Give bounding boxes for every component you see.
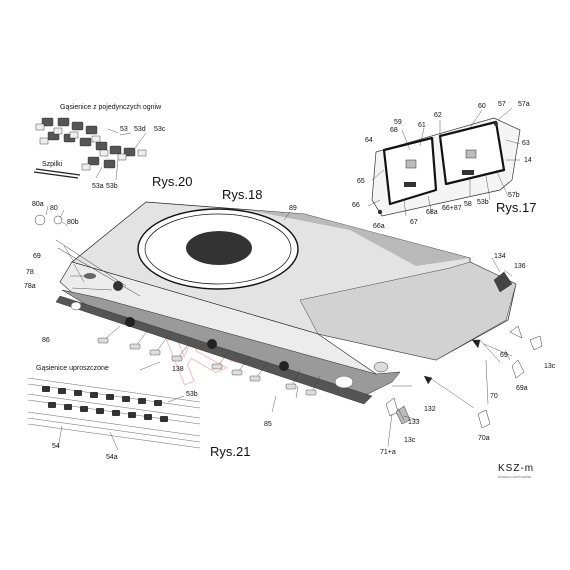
label-53b-hatch: 53b [477,199,489,206]
label-61: 61 [418,122,426,129]
title-rys18: Rys.18 [222,187,262,202]
track-links-illustration [33,117,147,181]
label-54a: 54a [106,454,118,461]
label-14: 14 [524,157,532,164]
label-66-87: 66+87 [442,205,462,212]
section-title-tracks-simplified: Gąsienice uproszczone [36,365,109,372]
label-133: 133 [408,419,420,426]
label-80a: 80a [32,201,44,208]
label-80: 80 [50,205,58,212]
label-53: 53 [120,126,128,133]
label-85: 85 [264,421,272,428]
label-68: 68 [390,127,398,134]
label-64: 64 [365,137,373,144]
label-57: 57 [498,101,506,108]
title-rys17: Rys.17 [496,200,536,215]
label-138: 138 [172,366,184,373]
label-13c-side: 13c [404,437,416,444]
hull-illustration [34,201,543,447]
label-89: 89 [289,205,297,212]
label-62: 62 [434,112,442,119]
label-71a: 71+a [380,449,396,456]
section-title-pins: Szpilki [42,161,63,168]
label-66: 66 [352,202,360,209]
label-70: 70 [490,393,498,400]
label-54: 54 [52,443,60,450]
label-78a: 78a [24,283,36,290]
label-53d: 53d [134,126,146,133]
label-53b-tracks: 53b [186,391,198,398]
section-title-tracks-individual: Gąsienice z pojedynczych ogniw [60,104,162,111]
label-68a: 68a [426,209,438,216]
label-80b: 80b [67,219,79,226]
label-58: 58 [464,201,472,208]
ksz-m-logo: KSZ-m MODELE KARTONOWE [498,463,534,479]
label-60: 60 [478,103,486,110]
label-134: 134 [494,253,506,260]
label-63: 63 [522,140,530,147]
hatch-assembly [367,107,521,217]
label-13c-front: 13c [544,363,556,370]
label-69a: 69a [516,385,528,392]
label-86: 86 [42,337,50,344]
logo-subtitle: MODELE KARTONOWE [498,475,531,479]
label-57b: 57b [508,192,520,199]
label-69-front: 69 [500,352,508,359]
label-53b: 53b [106,183,118,190]
label-78: 78 [26,269,34,276]
label-57a: 57a [518,101,530,108]
label-66a: 66a [373,223,385,230]
label-59: 59 [394,119,402,126]
simplified-tracks-illustration [27,377,201,451]
label-53c: 53c [154,126,166,133]
label-53a: 53a [92,183,104,190]
title-rys20: Rys.20 [152,174,192,189]
label-69: 69 [33,253,41,260]
label-65: 65 [357,178,365,185]
label-70a: 70a [478,435,490,442]
label-136: 136 [514,263,526,270]
label-132: 132 [424,406,436,413]
label-67: 67 [410,219,418,226]
logo-text: KSZ-m [498,463,534,474]
title-rys21: Rys.21 [210,444,250,459]
